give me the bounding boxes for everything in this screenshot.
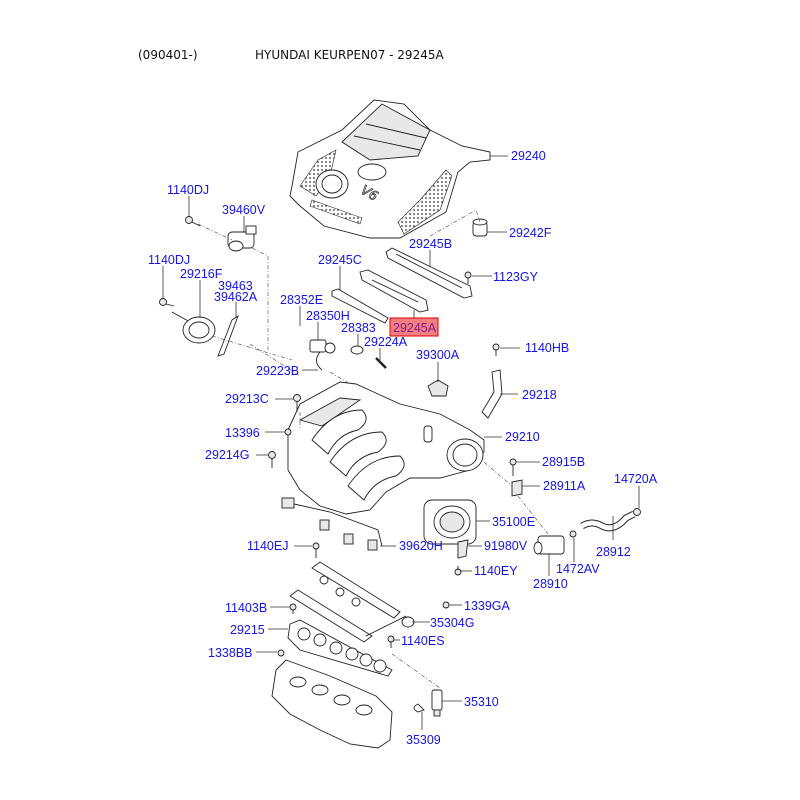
callout-1338bb[interactable]: 1338BB: [208, 646, 252, 660]
bolt-28915b-icon[interactable]: [509, 458, 517, 476]
callout-35309[interactable]: 35309: [406, 733, 441, 747]
bolt-1140dj-lower-icon[interactable]: [159, 298, 175, 307]
clamp-1472av-icon[interactable]: [569, 530, 577, 538]
valve-28910-icon[interactable]: [533, 535, 565, 555]
callout-39620h[interactable]: 39620H: [399, 539, 443, 553]
bolt-1140dj-upper-icon[interactable]: [185, 216, 201, 227]
bolt-1140ej-icon[interactable]: [312, 542, 320, 558]
engine-cover-icon[interactable]: V6: [289, 99, 491, 239]
callout-1140ej[interactable]: 1140EJ: [247, 539, 288, 553]
callout-1140dj-upper[interactable]: 1140DJ: [167, 183, 209, 197]
callout-13396[interactable]: 13396: [225, 426, 260, 440]
callout-35304g[interactable]: 35304G: [430, 616, 474, 630]
clip-35309-icon[interactable]: [413, 703, 425, 713]
callout-28383[interactable]: 28383: [341, 321, 376, 335]
wiring-harness-39620h-icon[interactable]: [281, 497, 383, 551]
bolt-1140es-icon[interactable]: [387, 635, 395, 648]
gasket-39462a-icon[interactable]: [217, 314, 239, 357]
callout-29215[interactable]: 29215: [230, 623, 265, 637]
clamp-28383-icon[interactable]: [350, 345, 364, 355]
callout-29245c[interactable]: 29245C: [318, 253, 362, 267]
callout-29224a[interactable]: 29224A: [364, 335, 408, 349]
callout-1339ga[interactable]: 1339GA: [464, 599, 511, 613]
bolt-1140hb-icon[interactable]: [492, 343, 500, 356]
throttle-body-icon[interactable]: [423, 499, 477, 545]
bolt-29213c-icon[interactable]: [293, 394, 301, 413]
callout-29210[interactable]: 29210: [505, 430, 540, 444]
injector-35310-icon[interactable]: [431, 689, 443, 717]
solenoid-valve-icon[interactable]: [227, 225, 257, 252]
valve-28350h-icon[interactable]: [309, 339, 336, 371]
bolt-11403b-icon[interactable]: [289, 603, 297, 614]
bolt-29214g-icon[interactable]: [268, 451, 276, 469]
bolt-1140ey-icon[interactable]: [454, 566, 462, 576]
callout-29245b[interactable]: 29245B: [409, 237, 452, 251]
callout-1140dj-lower[interactable]: 1140DJ: [148, 253, 190, 267]
callout-29218[interactable]: 29218: [522, 388, 557, 402]
sensor-39300a-icon[interactable]: [427, 379, 449, 397]
callout-29216f[interactable]: 29216F: [180, 267, 223, 281]
hose-28352e-icon[interactable]: [294, 325, 317, 338]
callout-1123gy[interactable]: 1123GY: [493, 270, 539, 284]
callout-28910[interactable]: 28910: [533, 577, 568, 591]
gasket-29215-icon[interactable]: [287, 619, 393, 677]
callout-29242f[interactable]: 29242F: [509, 226, 552, 240]
bracket-29218-icon[interactable]: [481, 369, 503, 419]
bolt-1123gy-icon[interactable]: [464, 271, 472, 284]
callout-28912[interactable]: 28912: [596, 545, 631, 559]
callout-28352e[interactable]: 28352E: [280, 293, 323, 307]
bracket-29245a-icon[interactable]: [359, 269, 429, 313]
callout-35310[interactable]: 35310: [464, 695, 499, 709]
callout-14720a[interactable]: 14720A: [614, 472, 658, 486]
highlight-box: [389, 317, 439, 337]
clamp-14720a-icon[interactable]: [633, 508, 641, 516]
lower-intake-manifold-icon[interactable]: [271, 649, 393, 749]
callout-28350h[interactable]: 28350H: [306, 309, 350, 323]
intake-manifold-icon[interactable]: [287, 381, 485, 515]
callout-28915b[interactable]: 28915B: [542, 455, 585, 469]
date-range: (090401-): [138, 48, 198, 62]
bracket-29245c-icon[interactable]: [331, 288, 389, 324]
bracket-28911a-icon[interactable]: [511, 479, 523, 497]
callout-29214g[interactable]: 29214G: [205, 448, 249, 462]
actuator-29216f-icon[interactable]: [171, 311, 216, 344]
leader-lines: [162, 155, 640, 730]
callout-11403b[interactable]: 11403B: [225, 601, 267, 615]
callout-28911a[interactable]: 28911A: [543, 479, 586, 493]
callout-1140es[interactable]: 1140ES: [401, 634, 445, 648]
callout-1140ey[interactable]: 1140EY: [474, 564, 518, 578]
callout-39300a[interactable]: 39300A: [416, 348, 460, 362]
callout-39462a[interactable]: 39462A: [214, 290, 258, 304]
callout-29223b[interactable]: 29223B: [256, 364, 299, 378]
callout-29213c[interactable]: 29213C: [225, 392, 269, 406]
diagram-title: HYUNDAI KEURPEN07 - 29245A: [255, 48, 444, 62]
callout-91980v[interactable]: 91980V: [484, 539, 528, 553]
callout-1140hb[interactable]: 1140HB: [525, 341, 569, 355]
callout-29240[interactable]: 29240: [511, 149, 546, 163]
callout-39463[interactable]: 39463: [218, 279, 253, 293]
bracket-91980v-icon[interactable]: [457, 539, 469, 559]
callout-1472av[interactable]: 1472AV: [556, 562, 600, 576]
callout-29245a[interactable]: 29245A: [393, 321, 437, 335]
hose-28912-icon[interactable]: [580, 510, 636, 532]
nut-1339ga-icon[interactable]: [442, 601, 450, 609]
callout-35100e[interactable]: 35100E: [492, 515, 535, 529]
fuel-rail-icon[interactable]: [289, 561, 407, 643]
callout-39460v[interactable]: 39460V: [222, 203, 266, 217]
bracket-29245b-icon[interactable]: [385, 247, 473, 299]
stud-29224a-icon[interactable]: [375, 357, 387, 369]
nut-13396-icon[interactable]: [284, 428, 292, 436]
